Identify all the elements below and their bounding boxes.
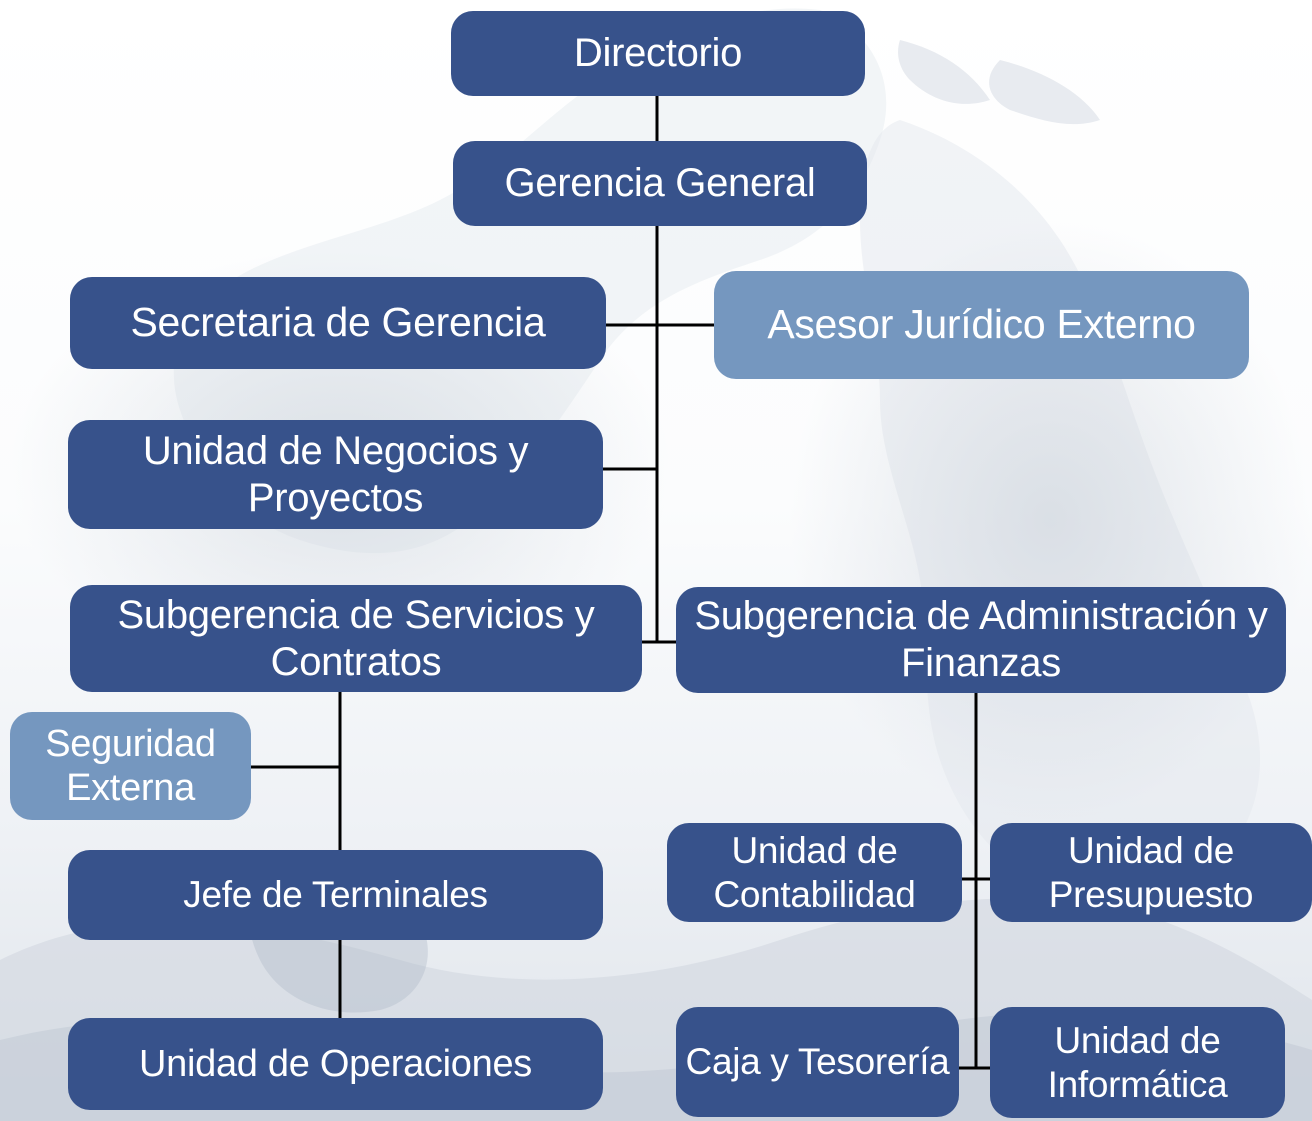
box-contabilidad-line-1: Unidad de <box>731 830 898 872</box>
box-secretaria-de-gerencia: Secretaria de Gerencia <box>70 277 606 369</box>
box-unidad-de-operaciones: Unidad de Operaciones <box>68 1018 603 1110</box>
box-operaciones-label: Unidad de Operaciones <box>139 1042 532 1085</box>
box-negocios-line-2: Proyectos <box>247 475 424 520</box>
box-servicios-line-1: Subgerencia de Servicios y <box>117 592 595 637</box>
box-subgerencia-administracion: Subgerencia de Administración y Finanzas <box>676 587 1286 693</box>
box-seguridad-externa: Seguridad Externa <box>10 712 251 820</box>
box-gerencia-general-label: Gerencia General <box>504 161 816 206</box>
box-informatica-line-1: Unidad de <box>1054 1020 1221 1062</box>
box-directorio-label: Directorio <box>573 31 743 76</box>
box-negocios-line-1: Unidad de Negocios y <box>142 428 529 473</box>
box-seguridad-line-2: Externa <box>66 767 195 809</box>
box-unidad-de-informatica: Unidad de Informática <box>990 1007 1285 1118</box>
box-caja-label: Caja y Tesorería <box>685 1041 950 1083</box>
box-presupuesto-line-1: Unidad de <box>1067 830 1234 872</box>
box-caja-y-tesoreria: Caja y Tesorería <box>676 1007 959 1117</box>
box-informatica-line-2: Informática <box>1047 1063 1228 1105</box>
box-secretaria-label: Secretaria de Gerencia <box>130 299 546 346</box>
box-subgerencia-servicios: Subgerencia de Servicios y Contratos <box>70 585 642 692</box>
box-administracion-line-1: Subgerencia de Administración y <box>694 594 1268 639</box>
box-unidad-de-presupuesto: Unidad de Presupuesto <box>990 823 1312 922</box>
box-asesor-juridico-externo: Asesor Jurídico Externo <box>714 271 1249 379</box>
box-unidad-de-negocios: Unidad de Negocios y Proyectos <box>68 420 603 529</box>
box-contabilidad-line-2: Contabilidad <box>713 873 916 915</box>
box-administracion-line-2: Finanzas <box>901 641 1061 685</box>
box-unidad-de-contabilidad: Unidad de Contabilidad <box>667 823 962 922</box>
box-servicios-line-2: Contratos <box>270 639 442 684</box>
box-jefe-de-terminales: Jefe de Terminales <box>68 850 603 940</box>
box-gerencia-general: Gerencia General <box>453 141 867 226</box>
box-asesor-label: Asesor Jurídico Externo <box>767 301 1196 348</box>
box-seguridad-line-1: Seguridad <box>45 722 216 765</box>
box-directorio: Directorio <box>451 11 865 96</box>
box-presupuesto-line-2: Presupuesto <box>1048 873 1254 915</box>
box-jefe-label: Jefe de Terminales <box>183 874 488 916</box>
